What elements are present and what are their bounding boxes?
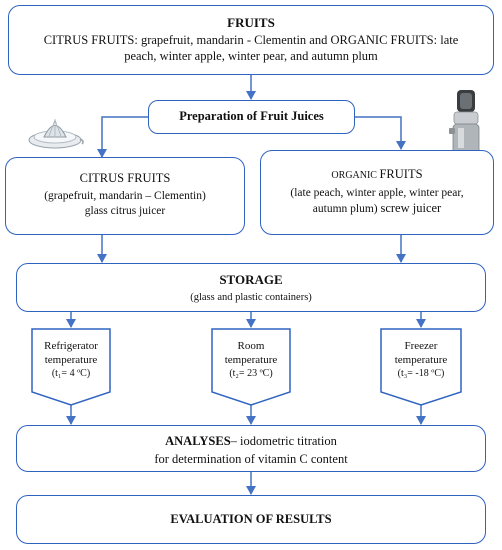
room-line-3: (t₂= 23 ºC)	[229, 367, 273, 379]
room-pentagon-shape	[211, 328, 291, 406]
freezer-line-2: temperature	[394, 353, 448, 366]
preparation-label: Preparation of Fruit Juices	[179, 109, 324, 123]
evaluation-box: EVALUATION OF RESULTS	[16, 495, 486, 544]
preparation-box: Preparation of Fruit Juices	[148, 100, 355, 134]
fruits-title: FRUITS	[227, 15, 275, 30]
refrigerator-line-3: (t₁= 4 ºC)	[51, 367, 91, 379]
freezer-line-3: (t₃= -18 ºC)	[397, 367, 445, 379]
citrus-line-1: (grapefruit, mandarin – Clementin)	[44, 189, 206, 202]
analyses-box: ANALYSES– iodometric titration for deter…	[16, 425, 486, 472]
room-temperature-box: Room temperature (t₂= 23 ºC)	[211, 328, 291, 406]
organic-title-main: FRUITS	[379, 167, 423, 181]
organic-title-prefix: ORGANIC	[331, 170, 380, 181]
room-line-2: temperature	[224, 353, 278, 366]
organic-line-1: (late peach, winter apple, winter pear,	[290, 187, 464, 199]
freezer-temperature-box: Freezer temperature (t₃= -18 ºC)	[380, 328, 462, 406]
organic-line-2-emph: screw juicer	[380, 201, 442, 216]
analyses-line-2: for determination of vitamin C content	[154, 451, 348, 466]
room-line-1: Room	[237, 340, 265, 352]
fruits-line-1: CITRUS FRUITS: grapefruit, mandarin - Cl…	[43, 33, 459, 48]
evaluation-label: EVALUATION OF RESULTS	[170, 512, 332, 526]
storage-subtitle: (glass and plastic containers)	[190, 292, 312, 304]
storage-title: STORAGE	[219, 272, 283, 287]
citrus-juicer-icon	[28, 119, 84, 149]
refrigerator-pentagon-shape	[31, 328, 111, 406]
analyses-title: ANALYSES	[165, 434, 231, 448]
organic-fruits-box: ORGANIC FRUITS (late peach, winter apple…	[260, 150, 494, 235]
analyses-line-1: ANALYSES– iodometric titration	[17, 434, 485, 450]
storage-box: STORAGE (glass and plastic containers)	[16, 263, 486, 312]
arrow-prep-to-organic	[355, 116, 406, 150]
citrus-title: CITRUS FRUITS	[79, 171, 171, 185]
fruits-box: FRUITS CITRUS FRUITS: grapefruit, mandar…	[8, 5, 494, 75]
refrigerator-temperature-box: Refrigerator temperature (t₁= 4 ºC)	[31, 328, 111, 406]
freezer-line-1: Freezer	[404, 340, 438, 352]
organic-line-2-text: autumn plum)	[312, 203, 381, 216]
refrigerator-line-1: Refrigerator	[44, 340, 98, 352]
organic-line-2: autumn plum) screw juicer	[261, 201, 493, 217]
freezer-pentagon-shape	[380, 328, 462, 406]
fruits-line-2: peach, winter apple, winter pear, and au…	[124, 48, 378, 63]
citrus-fruits-box: CITRUS FRUITS (grapefruit, mandarin – Cl…	[5, 157, 245, 235]
organic-title: ORGANIC FRUITS	[261, 164, 493, 184]
arrow-prep-to-citrus	[97, 116, 148, 158]
citrus-line-2: glass citrus juicer	[84, 205, 166, 217]
analyses-title-rest: – iodometric titration	[230, 434, 337, 448]
refrigerator-line-2: temperature	[44, 353, 98, 366]
